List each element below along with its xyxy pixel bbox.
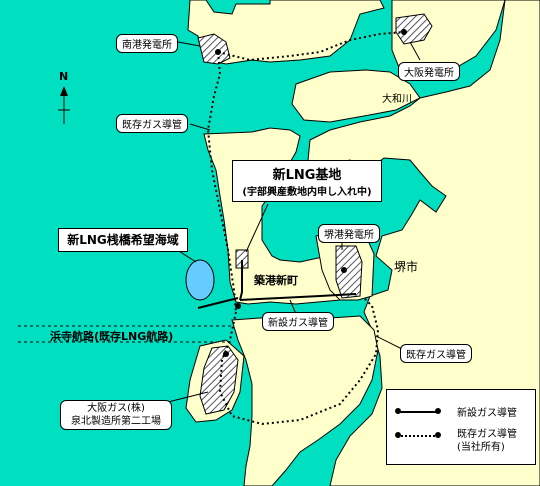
channel-label: 浜寺航路(既存LNG航路)	[50, 330, 174, 343]
legend-dot-start-2	[395, 432, 401, 438]
senboku-plant-label: 大阪ガス(株) 泉北製造所第二工場	[60, 400, 172, 430]
leader-osaka	[409, 41, 421, 61]
new-pipeline	[239, 260, 357, 301]
new-lng-base-subtitle: (宇部興産敷地内申し入れ中)	[242, 187, 372, 198]
north-label: N	[59, 70, 69, 83]
osaka-plant-area	[395, 13, 433, 45]
district-label: 築港新町	[254, 274, 298, 287]
new-pipeline-callout: 新設ガス導管	[262, 312, 334, 331]
sakaiko-plant-label: 堺港発電所	[318, 224, 380, 243]
valve-dot-nanko	[215, 49, 221, 55]
legend-dot-end-2	[435, 432, 441, 438]
legend: 新設ガス導管 既存ガス導管 (当社所有)	[386, 389, 536, 465]
valve-dot-osaka	[401, 29, 407, 35]
senboku-plant-area	[199, 345, 239, 415]
nanko-plant-label: 南港発電所	[116, 34, 178, 53]
legend-dot-end	[435, 408, 441, 414]
legend-existing-line1: 既存ガス導管	[457, 429, 517, 440]
sakaiko-plant-area	[335, 245, 363, 299]
valve-dot-junction	[235, 303, 241, 309]
leader-existing-north	[189, 123, 211, 131]
new-lng-base-title: 新LNG基地	[272, 168, 342, 183]
land-east	[307, 0, 540, 486]
leader-new-base	[245, 203, 269, 253]
leader-existing-south	[375, 335, 405, 351]
valve-dot-sakaiko	[341, 267, 347, 273]
legend-new-pipeline: 新設ガス導管	[395, 404, 533, 419]
legend-existing-pipeline: 既存ガス導管 (当社所有)	[395, 428, 533, 458]
leader-senboku	[167, 391, 209, 403]
new-pipeline-pier-link	[197, 297, 239, 309]
osaka-plant-label: 大阪発電所	[398, 62, 460, 81]
existing-pipeline-callout-south: 既存ガス導管	[400, 344, 472, 363]
nanko-plant-area	[197, 33, 231, 65]
legend-solid-line	[397, 411, 439, 413]
legend-dotted-line	[397, 435, 439, 437]
land-south	[231, 315, 379, 486]
north-arrow-head	[60, 86, 68, 96]
leader-new-pipeline	[289, 299, 297, 315]
pier-area-box: 新LNG桟橋希望海域	[58, 228, 188, 252]
city-label: 堺市	[394, 260, 419, 274]
legend-existing-pipeline-label: 既存ガス導管 (当社所有)	[457, 428, 517, 454]
pier-area-ellipse	[185, 259, 215, 301]
new-lng-base-box: 新LNG基地 (宇部興産敷地内申し入れ中)	[232, 160, 382, 202]
existing-pipeline	[206, 31, 405, 426]
senboku-label-line1: 大阪ガス(株)	[87, 403, 145, 414]
existing-pipeline-callout-north: 既存ガス導管	[116, 114, 188, 133]
legend-new-pipeline-label: 新設ガス導管	[457, 408, 517, 419]
legend-dot-start	[395, 408, 401, 414]
land-yamato	[291, 69, 421, 123]
leader-nanko	[177, 41, 201, 47]
valve-dot-senboku	[223, 351, 229, 357]
river-label: 大和川	[382, 94, 412, 105]
legend-existing-line2: (当社所有)	[457, 442, 505, 453]
senboku-label-line2: 泉北製造所第二工場	[71, 416, 161, 427]
